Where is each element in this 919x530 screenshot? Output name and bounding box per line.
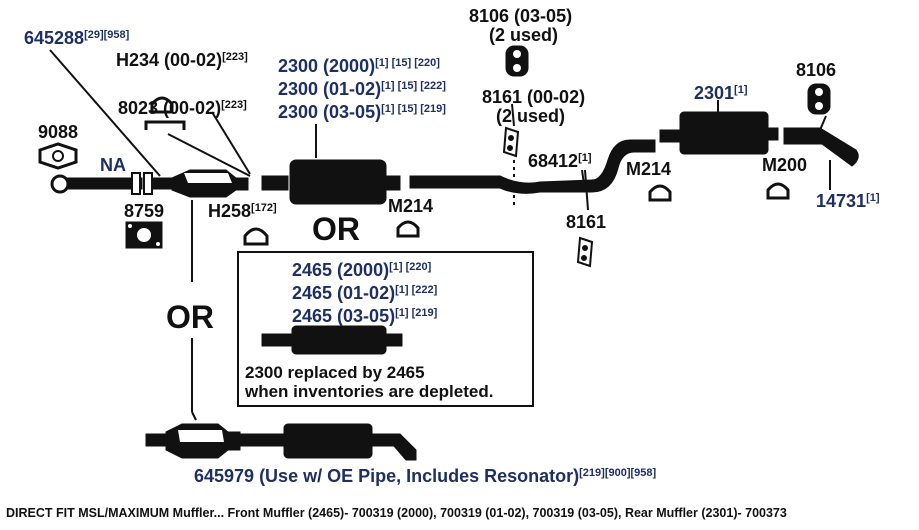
label-14731: 14731[1] — [816, 191, 880, 211]
footer-caption: DIRECT FIT MSL/MAXIMUM Muffler... Front … — [6, 506, 787, 520]
label-2465-03-05: 2465 (03-05)[1] [219] — [292, 306, 438, 326]
label-645288: 645288[29][958] — [24, 28, 130, 48]
isolator-8106-top — [505, 45, 529, 77]
hanger-h234 — [150, 96, 174, 114]
hanger-m214-right — [648, 184, 672, 202]
label-9088: 9088 — [38, 122, 79, 142]
leader-lines — [49, 49, 831, 421]
label-8161-top: 8161 (00-02) — [482, 87, 586, 107]
label-8759: 8759 — [124, 201, 165, 221]
label-or-left: OR — [166, 299, 214, 335]
front-muffler-2300 — [261, 159, 401, 205]
hanger-m200 — [766, 182, 790, 200]
rear-muffler-2301 — [659, 111, 779, 155]
label-2300-03-05: 2300 (03-05)[1] [15] [219] — [278, 102, 446, 122]
label-m214-left: M214 — [388, 196, 434, 216]
replacement-note-line1: 2300 replaced by 2465 — [245, 363, 425, 382]
front-muffler-2465 — [261, 325, 403, 355]
label-68412: 68412[1] — [528, 151, 592, 171]
label-h258: H258[172] — [208, 201, 277, 221]
label-m200: M200 — [762, 155, 808, 175]
label-2300-01-02: 2300 (01-02)[1] [15] [222] — [278, 79, 446, 99]
replacement-note-line2: when inventories are depleted. — [245, 382, 494, 401]
label-2300-2000: 2300 (2000)[1] [15] [220] — [278, 56, 440, 76]
label-m214-right: M214 — [626, 159, 672, 179]
label-8161-bottom: 8161 — [566, 212, 607, 232]
clamp-8023 — [144, 120, 186, 130]
label-2465-01-02: 2465 (01-02)[1] [222] — [292, 283, 438, 303]
isolator-8106-right — [807, 83, 831, 115]
label-or-middle: OR — [312, 211, 360, 247]
label-8106-right: 8106 — [796, 60, 837, 80]
flange-8759 — [125, 221, 163, 249]
hanger-h258 — [243, 227, 269, 246]
isolator-8161-top — [502, 126, 520, 158]
label-8023: 8023 (00-02)[223] — [118, 98, 247, 118]
label-645979: 645979 (Use w/ OE Pipe, Includes Resonat… — [194, 466, 657, 486]
front-pipe — [50, 169, 249, 198]
hanger-m214-left — [396, 220, 420, 238]
isolator-8161-bottom — [576, 236, 594, 268]
tailpipe-14731 — [783, 127, 859, 167]
label-h234: H234 (00-02)[223] — [116, 50, 248, 70]
assembly-645979 — [145, 423, 417, 461]
label-8161-top-sub: (2 used) — [496, 106, 566, 126]
intermediate-pipe — [409, 139, 656, 194]
label-8106-top-sub: (2 used) — [489, 25, 559, 45]
label-8106-top: 8106 (03-05) — [469, 6, 573, 26]
gasket-9088 — [38, 142, 78, 170]
label-2301: 2301[1] — [694, 83, 748, 103]
label-2465-2000: 2465 (2000)[1] [220] — [292, 260, 432, 280]
label-na: NA — [100, 155, 126, 175]
replacement-box — [237, 251, 534, 407]
